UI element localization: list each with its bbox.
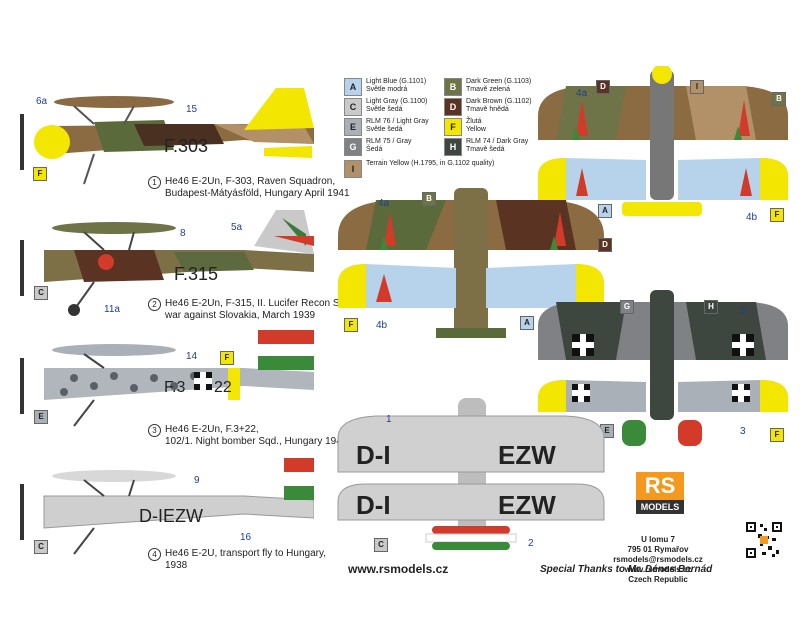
tag-f-1: F [33, 167, 47, 181]
tag-e-3: E [34, 410, 48, 424]
marker-3-top: 3 [740, 306, 746, 317]
marker-4a-top: 4a [378, 198, 390, 209]
tag-f-right: F [770, 208, 784, 222]
planview-camo-right [538, 66, 788, 216]
marker-4a-right: 4a [576, 88, 588, 99]
marker-9: 9 [194, 475, 200, 486]
tag-i-right: I [690, 80, 704, 94]
marker-2: 2 [528, 538, 534, 549]
tag-g: G [620, 300, 634, 314]
tag-f-gray: F [770, 428, 784, 442]
tag-d-mid: D [598, 238, 612, 252]
tag-f-3: F [220, 351, 234, 365]
tag-d-right: D [596, 80, 610, 94]
civil-code-upper-right: EZW [498, 440, 556, 470]
planview-camo-top [338, 188, 604, 338]
marker-6a: 6a [36, 96, 48, 107]
profile-2-aircraft: F.315 [20, 210, 314, 316]
marker-1: 1 [386, 414, 392, 425]
marker-16: 16 [240, 532, 252, 543]
tag-h: H [704, 300, 718, 314]
profile-3-code-a: F.3 [164, 379, 185, 396]
marker-8: 8 [180, 228, 186, 239]
tag-b-mid: B [422, 192, 436, 206]
profile-1-aircraft: F.303 [20, 88, 314, 185]
civil-code-upper-left: D-I [356, 440, 391, 470]
tag-a-mid: A [520, 316, 534, 330]
tag-c-civil: C [374, 538, 388, 552]
civil-code-lower-left: D-I [356, 490, 391, 520]
website-link[interactable]: www.rsmodels.cz [348, 562, 449, 576]
profile-2-code: F.315 [174, 264, 218, 284]
marker-15: 15 [186, 104, 198, 115]
tag-f-mid: F [344, 318, 358, 332]
marker-11a: 11a [104, 304, 120, 315]
marker-5a: 5a [231, 222, 243, 233]
planview-gray-right [538, 290, 788, 446]
marker-4b-right: 4b [746, 212, 758, 223]
thanks-note: Special Thanks to Mr. Dénes Bernád [540, 564, 713, 575]
civil-code-lower-right: EZW [498, 490, 556, 520]
tag-a-right: A [598, 204, 612, 218]
profile-4-aircraft: D-IEZW [20, 458, 314, 555]
tag-c-2: C [34, 286, 48, 300]
marker-3-bottom: 3 [740, 426, 746, 437]
profile-1-code: F.303 [164, 136, 208, 156]
qr-code-icon[interactable] [744, 520, 784, 560]
profile-4-code: D-IEZW [139, 506, 203, 526]
tag-b-right: B [772, 92, 786, 106]
marker-14: 14 [186, 351, 198, 362]
marker-4b-top: 4b [376, 320, 388, 331]
profile-3-aircraft: F.3 22 [20, 330, 314, 427]
planview-civil: D-I EZW D-I EZW [337, 398, 605, 550]
tag-c-4: C [34, 540, 48, 554]
rs-models-logo: RS MODELS [636, 472, 684, 516]
profile-3-code-b: 22 [214, 379, 232, 396]
